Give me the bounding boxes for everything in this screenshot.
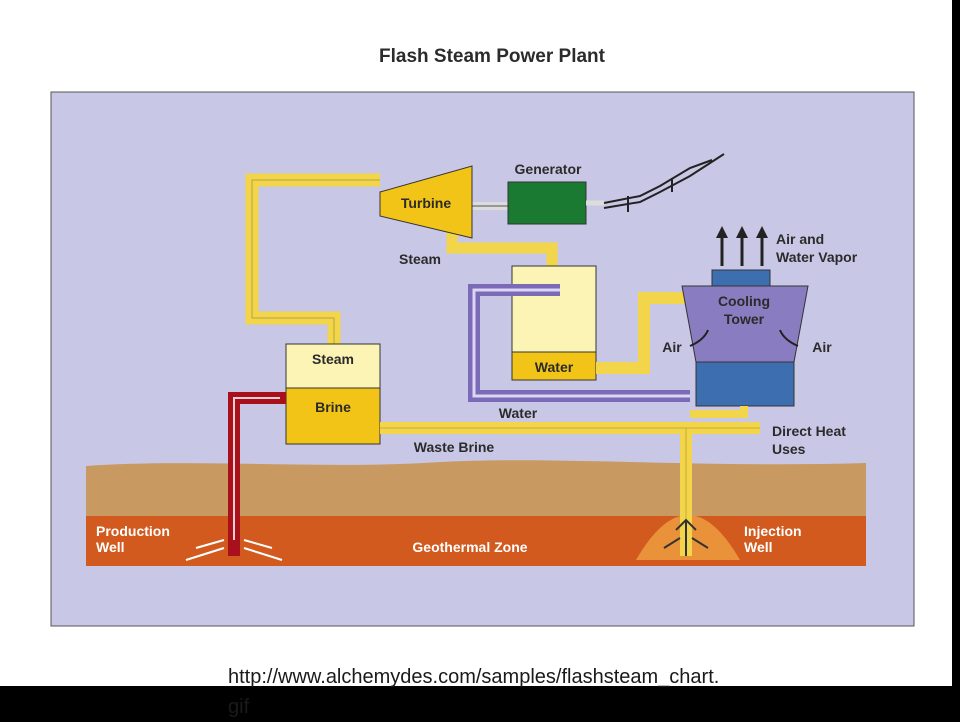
water-return-label: Water bbox=[499, 405, 538, 421]
cooling-tower-label-2: Tower bbox=[724, 311, 765, 327]
turbine bbox=[379, 165, 473, 239]
production-well-label-2: Well bbox=[96, 539, 125, 555]
production-well-label-1: Production bbox=[96, 523, 170, 539]
direct-heat-label-1: Direct Heat bbox=[772, 423, 846, 439]
separator-brine-label: Brine bbox=[315, 399, 351, 415]
injection-well-label-1: Injection bbox=[744, 523, 802, 539]
steam-supply-pipe bbox=[245, 173, 380, 346]
steam-pipe-label: Steam bbox=[399, 251, 441, 267]
flash-steam-diagram: Flash Steam Power Plant Generator Turbin… bbox=[50, 46, 915, 627]
generator-label: Generator bbox=[515, 161, 582, 177]
air-left-label: Air bbox=[662, 339, 682, 355]
production-inflow-arrows bbox=[185, 539, 283, 561]
air-arrow-left bbox=[689, 329, 709, 347]
waste-brine-label: Waste Brine bbox=[414, 439, 495, 455]
source-caption: http://www.alchemydes.com/samples/flashs… bbox=[228, 666, 720, 718]
geothermal-zone-label: Geothermal Zone bbox=[412, 539, 527, 555]
soil-layer bbox=[86, 460, 866, 516]
injection-well-label-2: Well bbox=[744, 539, 773, 555]
vapor-arrows bbox=[716, 226, 768, 266]
steam-exhaust-pipe bbox=[446, 228, 558, 268]
air-right-label: Air bbox=[812, 339, 832, 355]
direct-heat-label-2: Uses bbox=[772, 441, 806, 457]
condenser-water-label: Water bbox=[535, 359, 574, 375]
generator-box bbox=[507, 181, 587, 225]
air-vapor-label-2: Water Vapor bbox=[776, 249, 858, 265]
diagram-title: Flash Steam Power Plant bbox=[379, 46, 606, 67]
direct-heat-pipe bbox=[690, 406, 748, 418]
injection-arrows bbox=[663, 518, 709, 556]
air-vapor-label-1: Air and bbox=[776, 231, 824, 247]
cooling-basin bbox=[695, 361, 795, 407]
cooling-tower-label-1: Cooling bbox=[718, 293, 770, 309]
tower-fan bbox=[711, 269, 771, 287]
turbine-label: Turbine bbox=[401, 195, 452, 211]
separator-steam-label: Steam bbox=[312, 351, 354, 367]
air-arrow-right bbox=[779, 329, 799, 347]
separator-brine bbox=[285, 387, 381, 445]
warm-water-pipe bbox=[596, 292, 690, 374]
condenser-water bbox=[511, 351, 597, 381]
